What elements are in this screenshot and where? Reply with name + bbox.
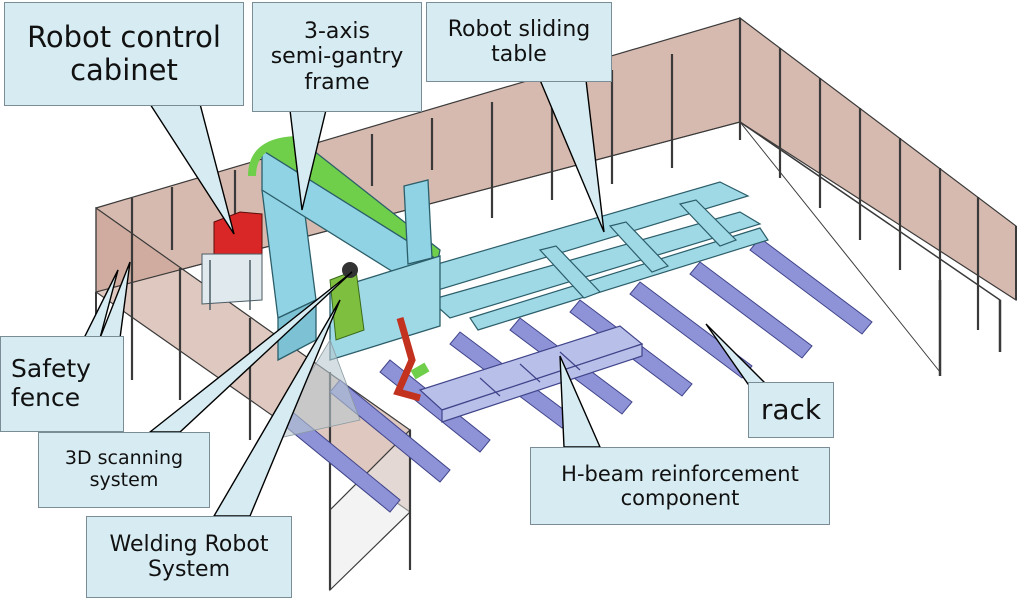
rack	[279, 237, 873, 513]
label-rack: rack	[748, 382, 834, 438]
label-3d-scanning-system: 3D scanning system	[38, 432, 210, 508]
welding-robot	[329, 262, 430, 402]
label-gantry-frame: 3-axis semi-gantry frame	[252, 2, 422, 112]
hbeam-component	[418, 325, 644, 423]
label-robot-sliding-table: Robot sliding table	[426, 2, 612, 82]
robot-control-cabinet	[201, 211, 263, 310]
label-hbeam-component: H-beam reinforcement component	[530, 447, 830, 525]
label-welding-robot-system: Welding Robot System	[86, 516, 292, 598]
fence-posts	[130, 18, 980, 590]
label-safety-fence: Safety fence	[0, 336, 124, 432]
robot-sliding-table	[408, 181, 769, 331]
label-robot-control-cabinet: Robot control cabinet	[4, 2, 244, 106]
